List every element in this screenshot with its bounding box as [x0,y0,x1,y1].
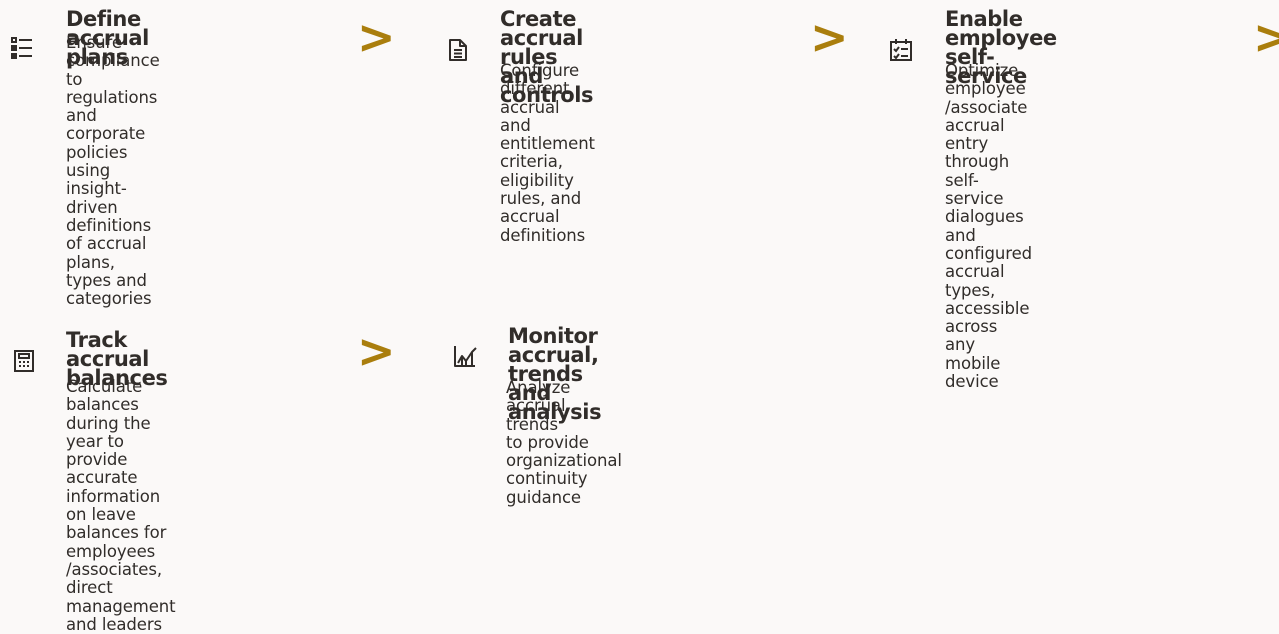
flow-arrow: > [357,10,396,64]
flow-arrow: > [357,324,396,378]
step-description: Ensure compliance to regulations and cor… [66,33,160,309]
step-description: Optimize employee /associate accrual ent… [945,61,1032,392]
calculator-icon [12,349,36,373]
checklist-calendar-icon [889,38,913,62]
step-description: Analyze accrual trends to provide organi… [506,378,622,507]
step-title: Track accrual balances [66,328,168,390]
step-title: Define accrual plans [66,7,149,69]
step-title: Enable employee self-service [945,7,1057,88]
flow-arrow: > [1253,10,1279,64]
flow-arrow: > [810,10,849,64]
step-description: Calculate balances during the year to pr… [66,377,176,634]
list-icon [10,36,34,60]
step-title: Create accrual rules and controls [500,7,594,107]
step-description: Configure different accrual and entitlem… [500,61,595,245]
document-icon [446,38,470,62]
step-title: Monitor accrual, trends and analysis [508,324,602,424]
line-chart-icon [453,344,477,368]
